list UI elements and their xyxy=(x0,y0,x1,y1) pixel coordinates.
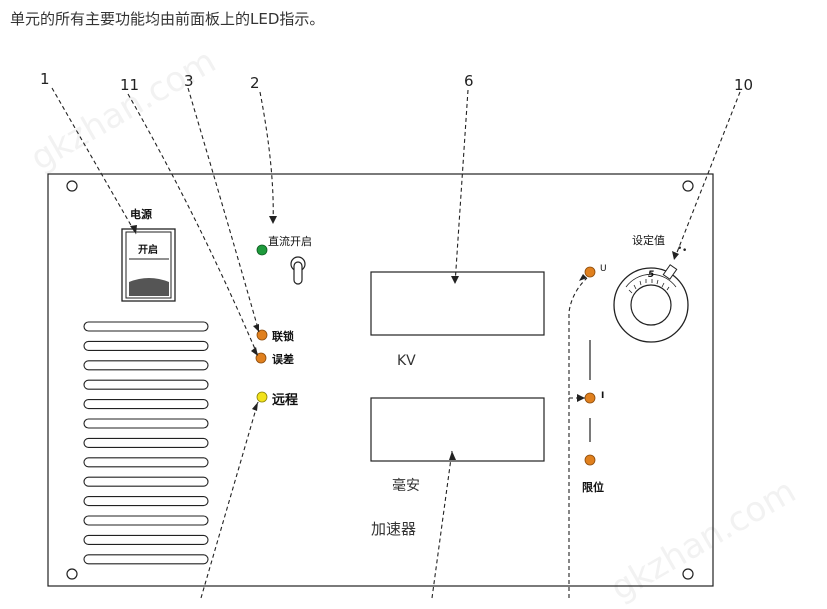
vent-slot xyxy=(83,340,209,351)
vent-slot xyxy=(83,457,209,468)
panel-outline xyxy=(47,173,714,587)
dial-number: 5 xyxy=(648,270,655,280)
arrow-heads xyxy=(130,216,679,460)
vent-slot xyxy=(83,534,209,545)
vent-slot xyxy=(83,399,209,410)
setpoint-label: 设定值 xyxy=(632,234,665,247)
limit-label: 限位 xyxy=(582,481,604,494)
vent-slot xyxy=(83,321,209,332)
accelerator-label: 加速器 xyxy=(371,520,417,538)
callout-6: 6 xyxy=(464,72,474,90)
kv-display xyxy=(370,271,545,336)
u-label: U xyxy=(600,264,607,274)
vent-slot xyxy=(83,515,209,526)
vent-slot xyxy=(83,476,209,487)
ma-display xyxy=(370,397,545,462)
screw-icon xyxy=(682,568,694,580)
vent-slot xyxy=(83,379,209,390)
error-led xyxy=(255,352,267,364)
vent-slot xyxy=(83,437,209,448)
vent-slot xyxy=(83,360,209,371)
callout-11: 11 xyxy=(120,76,140,94)
u-led xyxy=(584,266,596,278)
svg-text:•: • xyxy=(677,244,682,254)
dc-on-led xyxy=(256,244,268,256)
caption-text: 单元的所有主要功能均由前面板上的LED指示。 xyxy=(10,10,325,28)
interlock-label: 联锁 xyxy=(272,330,294,343)
power-switch xyxy=(121,228,176,302)
screw-icon xyxy=(682,180,694,192)
dc-toggle-switch xyxy=(290,256,306,285)
power-switch-label: 开启 xyxy=(138,245,158,256)
limit-led xyxy=(584,454,596,466)
screw-icon xyxy=(66,568,78,580)
power-label: 电源 xyxy=(130,208,152,221)
ma-label: 毫安 xyxy=(392,478,420,494)
interlock-led xyxy=(256,329,268,341)
setpoint-dial xyxy=(613,264,689,343)
vent-slot xyxy=(83,418,209,429)
callout-3: 3 xyxy=(184,72,194,90)
vent-slot xyxy=(83,554,209,565)
vent-slot xyxy=(83,496,209,507)
vent-slots xyxy=(83,321,209,565)
kv-label: KV xyxy=(397,353,416,369)
i-label: I xyxy=(601,391,605,401)
remote-label: 远程 xyxy=(272,393,299,408)
dc-on-label: 直流开启 xyxy=(268,235,312,248)
remote-led xyxy=(256,391,268,403)
callout-2: 2 xyxy=(250,74,260,92)
callout-1: 1 xyxy=(40,70,50,88)
svg-text:•: • xyxy=(682,246,687,256)
error-label: 误差 xyxy=(272,353,294,366)
screw-icon xyxy=(66,180,78,192)
i-led xyxy=(584,392,596,404)
callout-10: 10 xyxy=(734,76,754,94)
leader-lines xyxy=(51,87,741,599)
